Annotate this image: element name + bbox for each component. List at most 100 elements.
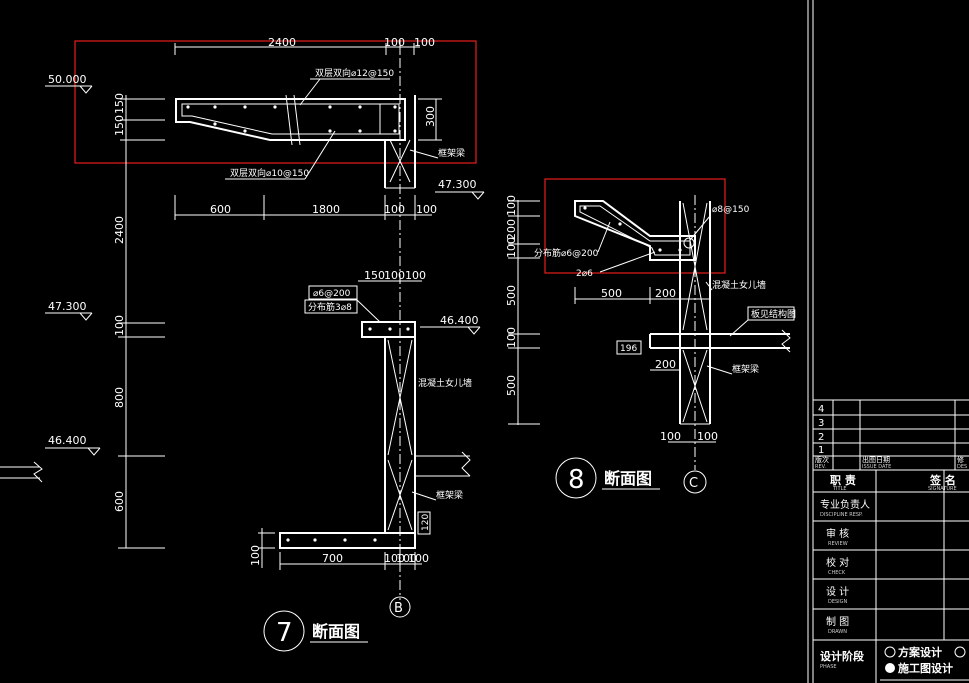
- section-7: 2400 100 100 50.000 150 150 2400 100 800…: [0, 36, 481, 652]
- dim-h8-200b: 200: [655, 358, 676, 371]
- dim-v8-100c: 100: [505, 327, 518, 348]
- dim-v8-100a: 100: [505, 195, 518, 216]
- section-marker-7: [263, 610, 305, 652]
- label-beam2: 框架梁: [436, 489, 463, 501]
- label-wall: 混凝土女儿墙: [418, 377, 472, 389]
- role-drawn: 制 图: [826, 615, 849, 628]
- dim-v8-100b: 100: [505, 237, 518, 258]
- rev-header-date: 出图日期: [862, 455, 890, 464]
- role-discipline-en: DISCIPLINE RESP.: [820, 512, 863, 518]
- leader: [729, 319, 749, 337]
- slab-note-box: [747, 306, 795, 321]
- axis-label-C: C: [689, 476, 698, 491]
- leader: [411, 491, 437, 501]
- label-bottom-rebar: 双层双向⌀10@150: [230, 167, 309, 179]
- sign-header-title: 职 责: [830, 473, 856, 487]
- dim-top-2400: 2400: [268, 36, 296, 49]
- sloped-coping: [574, 200, 696, 261]
- axis-bubble-C: [683, 470, 707, 494]
- label-tag-196: 196: [620, 344, 637, 354]
- stage-radio-construction[interactable]: [885, 663, 895, 673]
- rev-number: 3: [818, 418, 824, 429]
- role-check-en: CHECK: [828, 570, 846, 576]
- parapet-coping: [361, 321, 416, 338]
- rebar-tag-a: [308, 285, 358, 300]
- label-beam: 框架梁: [438, 147, 465, 159]
- label-top-rebar: 双层双向⌀12@150: [315, 67, 394, 79]
- leader: [599, 251, 656, 273]
- dim-small-100b: 100: [405, 269, 426, 282]
- rebar-dots: [186, 105, 397, 133]
- label-beam-8: 框架梁: [732, 363, 759, 375]
- gutter-slab: [279, 532, 416, 549]
- role-review: 审 核: [826, 527, 849, 540]
- rebar-circle: [683, 237, 695, 249]
- role-design: 设 计: [826, 585, 849, 598]
- stage-radio-extra[interactable]: [954, 646, 966, 658]
- dim-v-120: 120: [421, 514, 431, 531]
- dim-v-150b: 150: [113, 115, 126, 136]
- role-drawn-en: DRAWN: [828, 629, 847, 635]
- leader: [689, 215, 711, 241]
- section-number-8: 8: [568, 465, 585, 495]
- dim-v8-500b: 500: [505, 375, 518, 396]
- rev-number: 2: [818, 432, 824, 443]
- axis-label-B: B: [394, 601, 403, 616]
- dim-v-2400: 2400: [113, 216, 126, 244]
- dim-v-800: 800: [113, 387, 126, 408]
- stage-label: 设计阶段: [820, 649, 864, 663]
- stage-radio-scheme[interactable]: [884, 646, 896, 658]
- elev-47300-left: 47.300: [48, 300, 87, 313]
- leader: [304, 130, 336, 180]
- rev-header-rev: 版次: [815, 455, 829, 464]
- gutter-dots: [286, 538, 377, 542]
- rev-number: 1: [818, 445, 824, 456]
- elev-46400-mid: 46.400: [440, 314, 479, 327]
- sign-header-signature: 签 名: [929, 473, 956, 487]
- dim-top-100b: 100: [414, 36, 435, 49]
- role-design-en: DESIGN: [828, 599, 848, 605]
- label-dist-8: 分布筋⌀6@200: [534, 247, 599, 259]
- role-check: 校 对: [826, 556, 849, 569]
- axis-bubble-B: [389, 596, 411, 618]
- label-rebar-b: 分布筋3⌀8: [308, 301, 352, 313]
- elev-46400-left: 46.400: [48, 434, 87, 447]
- dim-mid-100a: 100: [384, 203, 405, 216]
- dim-small-150: 150: [364, 269, 385, 282]
- dim-v8-500a: 500: [505, 285, 518, 306]
- break-mark: [781, 329, 791, 353]
- elev-marker: [79, 85, 93, 94]
- wall-cross: [387, 459, 413, 531]
- tag-196-box: [616, 340, 642, 355]
- label-rebar-8: ⌀8@150: [712, 205, 750, 215]
- break-line: [293, 94, 301, 146]
- elev-50000: 50.000: [48, 73, 87, 86]
- rev-header-date-en: ISSUE DATE: [862, 464, 891, 470]
- role-review-en: REVIEW: [828, 541, 848, 547]
- wall8-cross: [682, 349, 708, 423]
- section-8: 47.300 100 200 100 500 100 500 ⌀8@15: [435, 178, 796, 499]
- canopy-slab: [175, 98, 406, 141]
- rev-header-des: 修: [957, 455, 964, 464]
- dim-h8-500: 500: [601, 287, 622, 300]
- dim-bot-100c: 100: [408, 552, 429, 565]
- dim-bot-100b: 100: [396, 552, 417, 565]
- leader: [706, 365, 733, 375]
- dim-h8-200a: 200: [655, 287, 676, 300]
- dim-bot-100a: 100: [384, 552, 405, 565]
- roof-slab-8: [649, 333, 790, 349]
- highlight-box-7: [74, 40, 477, 164]
- dim-small-100a: 100: [384, 269, 405, 282]
- section-number-7: 7: [276, 618, 293, 648]
- coping-dots: [368, 327, 410, 331]
- dim-h8-100a: 100: [660, 430, 681, 443]
- break-line: [285, 94, 293, 146]
- rev-number: 4: [818, 404, 824, 415]
- leader: [409, 149, 439, 159]
- dim-mid-100b: 100: [416, 203, 437, 216]
- title-block: 4 3 2 1 版次 出图日期 修 REV. ISSUE DATE DES 职 …: [807, 0, 969, 683]
- label-wall-8: 混凝土女儿墙: [712, 279, 766, 291]
- stage-option-construction: 施工图设计: [898, 661, 953, 675]
- role-discipline: 专业负责人: [820, 498, 870, 511]
- section-marker-8: [555, 457, 597, 499]
